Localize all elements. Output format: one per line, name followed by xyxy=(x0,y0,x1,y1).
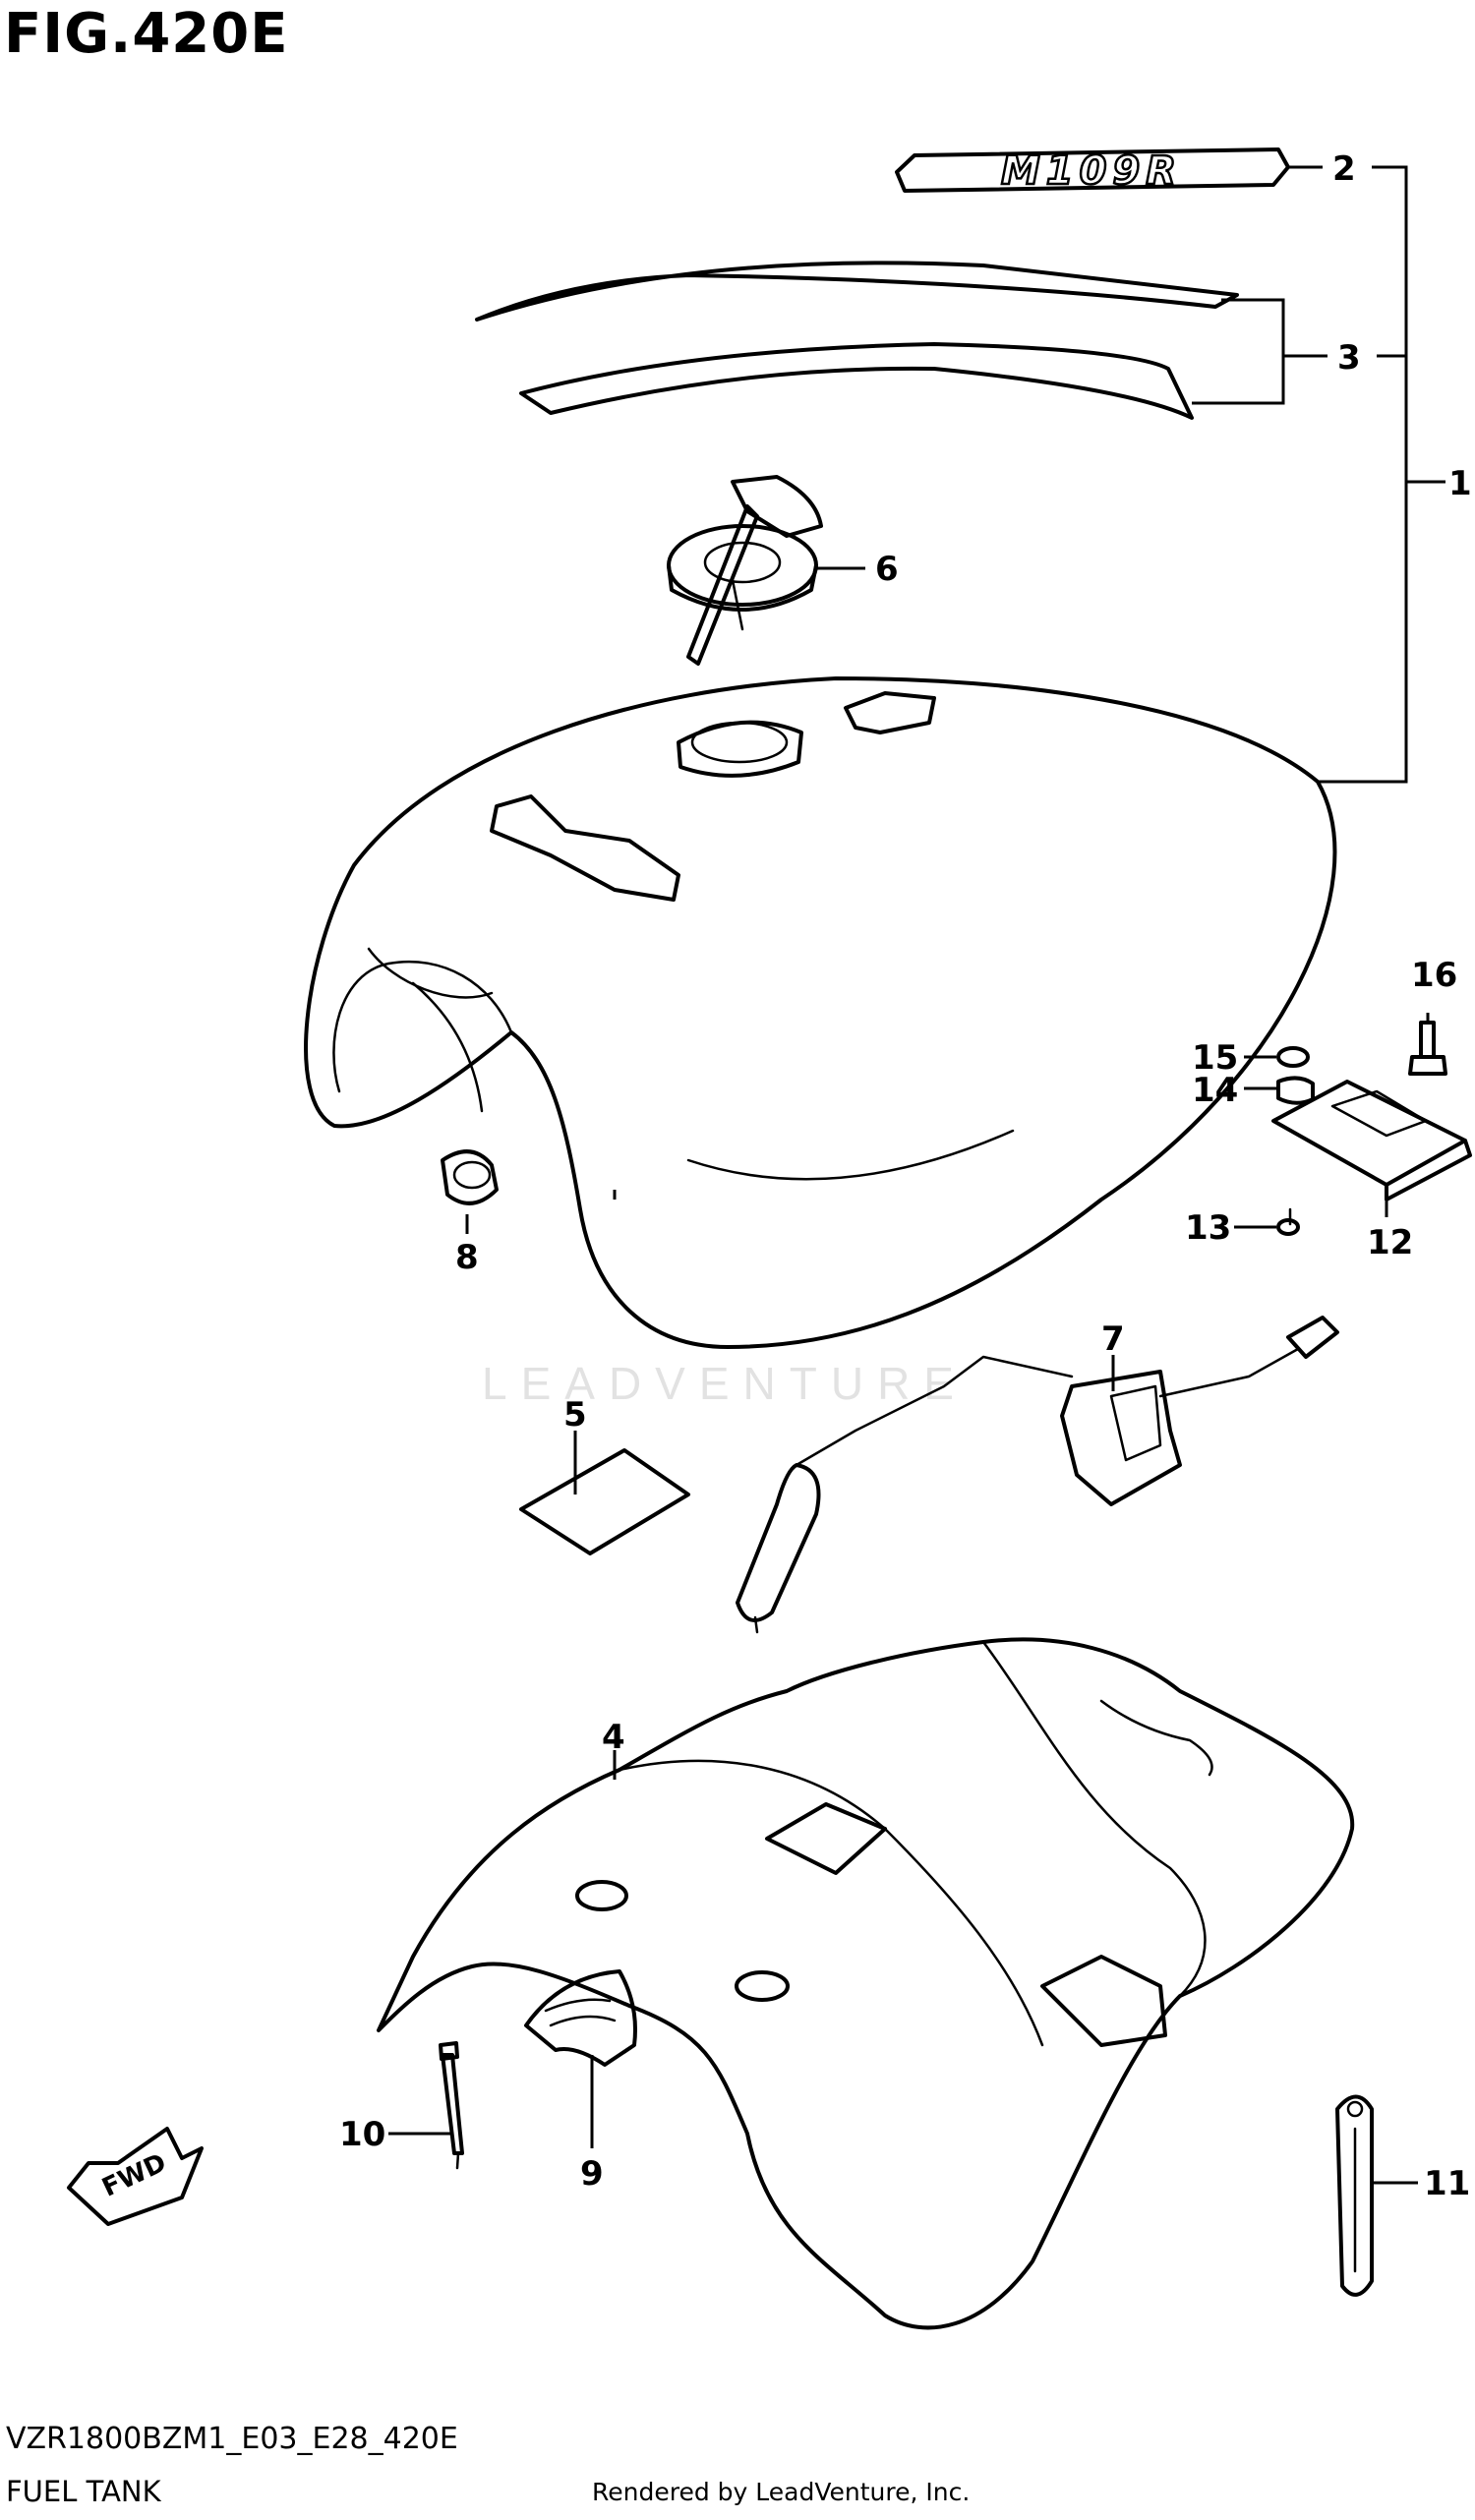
part-14-cushion xyxy=(1276,1076,1315,1105)
callout-11: 11 xyxy=(1424,2164,1470,2203)
callout-2: 2 xyxy=(1332,149,1356,189)
part-3-stripes xyxy=(475,261,1239,420)
part-7-fuel-sender xyxy=(736,1316,1339,1634)
part-9-clamp xyxy=(524,1969,637,2067)
part-10-tie xyxy=(439,2041,464,2170)
part-15-cushion xyxy=(1276,1046,1310,1068)
callout-5: 5 xyxy=(563,1395,587,1435)
part-12-bracket xyxy=(1271,1080,1472,1201)
callout-6: 6 xyxy=(875,550,899,589)
figure-title: FIG.420E xyxy=(4,2,289,66)
render-credit: Rendered by LeadVenture, Inc. xyxy=(592,2478,971,2506)
callout-labels: 1 2 3 4 5 6 7 8 9 10 11 12 13 14 15 16 xyxy=(339,149,1472,2203)
page-subtitle: FUEL TANK xyxy=(6,2475,161,2508)
part-2-emblem: M109R xyxy=(895,147,1290,195)
callout-8: 8 xyxy=(455,1238,479,1277)
part-6-fuel-cap xyxy=(667,475,823,666)
callout-14: 14 xyxy=(1192,1071,1238,1110)
fwd-direction-arrow: FWD xyxy=(67,2127,204,2226)
callout-13: 13 xyxy=(1185,1208,1231,1248)
part-13-nut xyxy=(1276,1207,1300,1236)
part-5-pad xyxy=(519,1448,690,1555)
watermark: LEADVENTURE xyxy=(482,1358,968,1409)
callout-10: 10 xyxy=(339,2115,385,2154)
part-16-bolt xyxy=(1408,1021,1447,1076)
callout-3: 3 xyxy=(1337,338,1361,378)
part-4-cover xyxy=(377,1637,1355,2330)
callout-16: 16 xyxy=(1411,956,1457,995)
part-11-strap xyxy=(1335,2094,1374,2297)
fwd-label: FWD xyxy=(97,2148,170,2203)
emblem-text: M109R xyxy=(1001,148,1182,194)
callout-4: 4 xyxy=(602,1718,625,1757)
callout-12: 12 xyxy=(1367,1223,1413,1262)
leader-lines xyxy=(388,165,1446,2185)
part-8-grommet xyxy=(441,1149,499,1205)
part-1-fuel-tank xyxy=(304,676,1337,1349)
callout-7: 7 xyxy=(1101,1319,1125,1359)
callout-9: 9 xyxy=(580,2154,604,2194)
callout-15: 15 xyxy=(1192,1038,1238,1078)
callout-1: 1 xyxy=(1448,464,1472,503)
model-code: VZR1800BZM1_E03_E28_420E xyxy=(6,2422,458,2456)
